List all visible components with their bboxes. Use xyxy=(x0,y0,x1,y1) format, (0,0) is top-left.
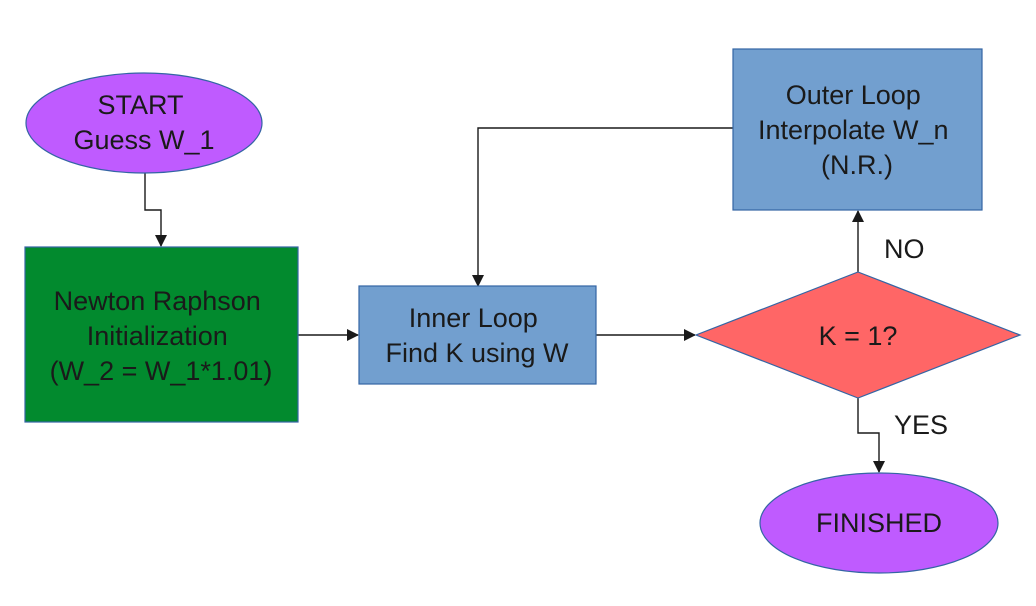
start-shape xyxy=(25,72,263,174)
node-decision: K = 1? xyxy=(694,271,1022,399)
node-init: Newton Raphson Initialization (W_2 = W_1… xyxy=(24,246,299,423)
edge-start-to-init xyxy=(144,172,167,247)
finished-shape xyxy=(759,472,999,574)
outer-shape xyxy=(732,48,983,211)
edge-label-no: NO xyxy=(884,234,925,264)
edge-decision-to-finished xyxy=(857,398,885,473)
start-label: START Guess W_1 xyxy=(73,90,214,155)
edge-label-yes: YES xyxy=(894,410,948,440)
decision-shape xyxy=(694,271,1022,399)
edge-outer-to-inner xyxy=(472,127,733,287)
inner-label: Inner Loop Find K using W xyxy=(385,303,569,368)
node-outer-loop: Outer Loop Interpolate W_n (N.R.) xyxy=(732,48,983,211)
decision-label: K = 1? xyxy=(819,321,898,351)
outer-label: Outer Loop Interpolate W_n (N.R.) xyxy=(758,80,956,180)
init-shape xyxy=(24,246,299,423)
init-label: Newton Raphson Initialization (W_2 = W_1… xyxy=(50,286,273,386)
finished-label: FINISHED xyxy=(816,508,942,538)
inner-shape xyxy=(358,285,597,385)
node-start: START Guess W_1 xyxy=(25,72,263,174)
node-inner-loop: Inner Loop Find K using W xyxy=(358,285,597,385)
node-finished: FINISHED xyxy=(759,472,999,574)
